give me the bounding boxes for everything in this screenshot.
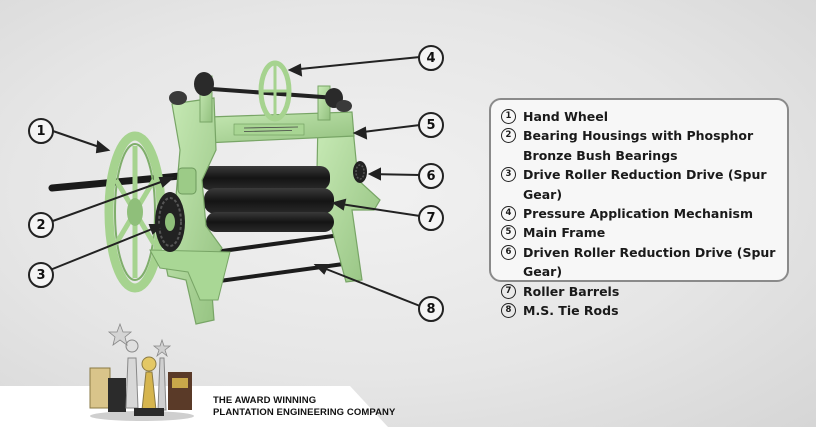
bevel-gear-right-2: [336, 100, 352, 112]
legend-item: 7 Roller Barrels: [501, 282, 787, 301]
legend-item: 3 Drive Roller Reduction Drive (Spur Gear…: [501, 165, 787, 204]
legend-item: 8 M.S. Tie Rods: [501, 301, 787, 320]
legend-item: 1 Hand Wheel: [501, 107, 787, 126]
legend-item: 2 Bearing Housings with Phosphor Bronze B…: [501, 126, 787, 165]
bevel-gear-left-2: [169, 91, 187, 105]
legend-item: 6 Driven Roller Reduction Drive (Spur Gea…: [501, 243, 787, 282]
legend-number: 6: [501, 244, 516, 260]
callout-pressure-mechanism: 4: [418, 45, 444, 71]
trophies-image: [89, 322, 194, 421]
roller-barrels: [200, 166, 334, 232]
legend-number: 8: [501, 303, 516, 319]
callout-tie-rods: 8: [418, 296, 444, 322]
legend-number: 2: [501, 128, 516, 144]
driven-spur-gear: [353, 161, 367, 183]
bevel-gear-left: [194, 72, 214, 96]
hand-wheel: [104, 131, 166, 293]
legend-number: 5: [501, 225, 516, 241]
callout-hand-wheel: 1: [28, 118, 54, 144]
legend-label: Pressure Application Mechanism: [523, 206, 753, 222]
callout-roller-barrels: 7: [418, 205, 444, 231]
legend-item: 4 Pressure Application Mechanism: [501, 204, 787, 223]
legend-label: Main Frame: [523, 225, 606, 241]
pressure-shaft: [197, 86, 337, 100]
footer-band: [0, 386, 388, 427]
legend-label: Roller Barrels: [523, 283, 620, 299]
drive-spur-gear: [155, 192, 185, 252]
tie-rod: [204, 260, 359, 285]
legend-number: 4: [501, 206, 516, 222]
parts-legend: 1 Hand Wheel 2 Bearing Housings with Phosp…: [489, 98, 789, 319]
callout-bearing-housings: 2: [28, 212, 54, 238]
bearing-housing: [177, 167, 197, 195]
callout-drive-roller-gear: 3: [28, 262, 54, 288]
footer-line-2: PLANTATION ENGINEERING COMPANY: [213, 407, 396, 418]
legend-number: 1: [501, 109, 516, 124]
legend-number: 3: [501, 167, 516, 183]
footer-tagline: THE AWARD WINNING PLANTATION ENGINEERING…: [213, 395, 395, 419]
legend-item: 5 Main Frame: [501, 223, 787, 242]
legend-label: Bearing Housings with Phosphor Bronze Bu…: [523, 128, 754, 163]
legend-label: Driven Roller Reduction Drive (Spur Gear…: [523, 244, 776, 280]
legend-label: Drive Roller Reduction Drive (Spur Gear): [523, 167, 767, 202]
callout-driven-roller-gear: 6: [418, 163, 444, 189]
callout-main-frame: 5: [418, 112, 444, 138]
legend-label: Hand Wheel: [523, 109, 609, 124]
footer-line-1: THE AWARD WINNING: [213, 395, 317, 406]
legend-label: M.S. Tie Rods: [523, 303, 619, 319]
left-foot: [149, 249, 231, 301]
tie-rod: [199, 231, 356, 256]
legend-number: 7: [501, 283, 516, 299]
